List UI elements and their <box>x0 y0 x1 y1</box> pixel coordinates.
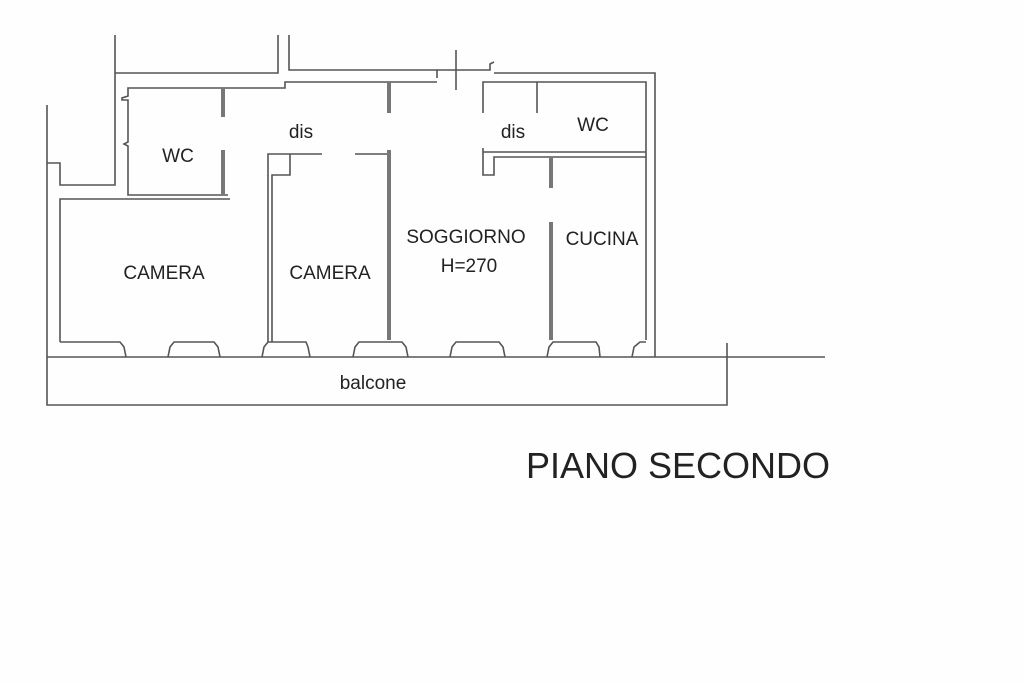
label-camera-1: CAMERA <box>123 263 205 284</box>
label-dis-right: dis <box>501 122 525 143</box>
label-soggiorno: SOGGIORNO <box>406 227 525 248</box>
walls <box>46 35 825 406</box>
label-camera-2: CAMERA <box>289 263 371 284</box>
room-labels: WC dis dis WC CAMERA CAMERA SOGGIORNO H=… <box>123 115 830 486</box>
label-dis-left: dis <box>289 122 313 143</box>
windows <box>60 341 646 358</box>
label-balcone: balcone <box>340 373 407 394</box>
label-wc-right: WC <box>577 115 609 136</box>
label-wc-left: WC <box>162 146 194 167</box>
label-cucina: CUCINA <box>566 229 639 250</box>
label-soggiorno-height: H=270 <box>441 256 498 277</box>
plan-title: PIANO SECONDO <box>526 445 830 486</box>
